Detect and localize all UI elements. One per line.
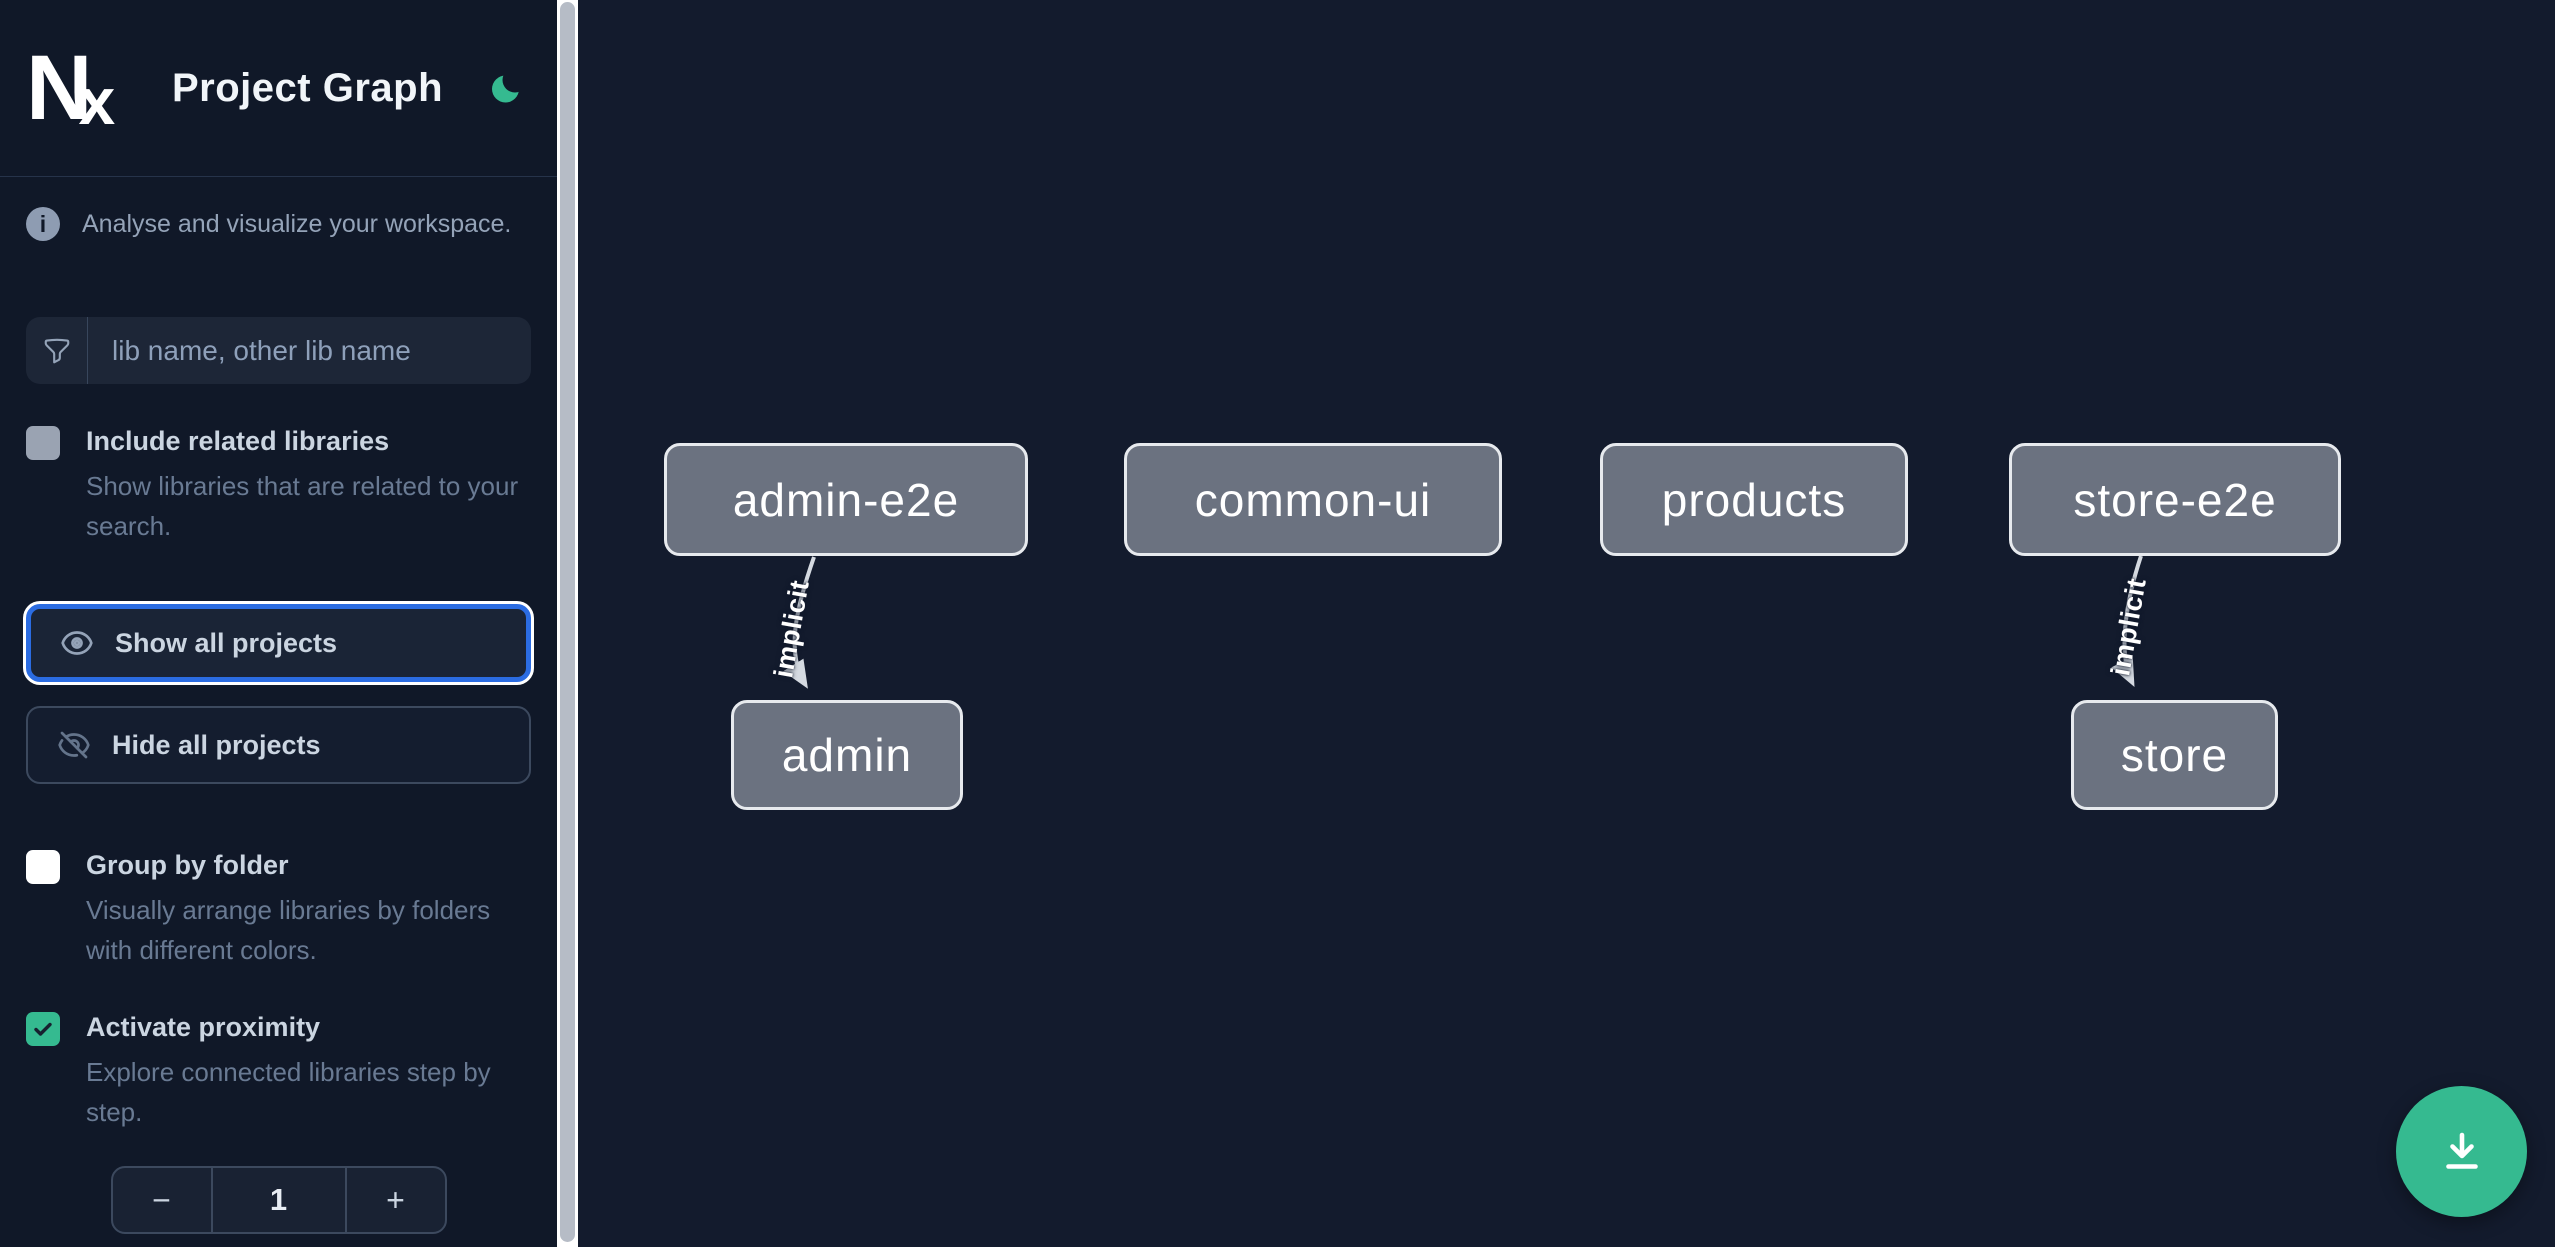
sidebar: N x Project Graph i Analyse and visualiz… [0, 0, 578, 1247]
download-graph-button[interactable] [2396, 1086, 2527, 1217]
sidebar-scrollbar-thumb[interactable] [560, 2, 575, 1242]
search-box [26, 317, 531, 384]
proximity-stepper: − 1 + [110, 1166, 447, 1234]
include-related-checkbox[interactable] [26, 426, 60, 460]
hide-all-projects-label: Hide all projects [112, 729, 321, 760]
graph-node-store[interactable]: store [2071, 700, 2278, 810]
show-all-projects-label: Show all projects [115, 627, 338, 658]
option-activate-proximity: Activate proximity Explore connected lib… [26, 1010, 531, 1132]
graph-node-admin-e2e[interactable]: admin-e2e [664, 443, 1028, 556]
proximity-value: 1 [210, 1168, 347, 1232]
moon-icon [492, 75, 520, 103]
info-icon: i [26, 207, 60, 241]
nx-logo-n: N [26, 37, 92, 139]
sidebar-body: i Analyse and visualize your workspace. … [0, 207, 557, 1234]
proximity-decrement-button[interactable]: − [113, 1168, 211, 1232]
check-icon [34, 1022, 52, 1036]
activate-proximity-checkbox[interactable] [26, 1012, 60, 1046]
tagline-row: i Analyse and visualize your workspace. [26, 207, 531, 241]
option-label: Include related libraries [86, 426, 390, 456]
graph-node-common-ui[interactable]: common-ui [1124, 443, 1502, 556]
graph-node-store-e2e[interactable]: store-e2e [2009, 443, 2341, 556]
tagline-text: Analyse and visualize your workspace. [82, 209, 512, 238]
page-title: Project Graph [172, 65, 444, 110]
sidebar-scrollbar[interactable] [557, 0, 578, 1247]
hide-all-projects-button[interactable]: Hide all projects [26, 706, 531, 784]
eye-slash-icon [58, 731, 90, 759]
theme-toggle-button[interactable] [489, 70, 525, 106]
option-description: Explore connected libraries step by step… [86, 1057, 491, 1127]
graph-node-products[interactable]: products [1600, 443, 1908, 556]
project-graph-canvas[interactable]: admin-e2e common-ui products store-e2e a… [578, 0, 2555, 1247]
eye-icon [61, 631, 93, 655]
nx-logo-x: x [78, 64, 116, 138]
search-input[interactable] [88, 317, 531, 384]
download-icon [2445, 1132, 2478, 1169]
option-description: Show libraries that are related to your … [86, 471, 519, 541]
option-description: Visually arrange libraries by folders wi… [86, 895, 491, 965]
proximity-increment-button[interactable]: + [347, 1168, 445, 1232]
graph-edges [783, 555, 2143, 689]
show-all-projects-button[interactable]: Show all projects [26, 604, 531, 682]
option-label: Group by folder [86, 850, 289, 880]
option-include-related: Include related libraries Show libraries… [26, 424, 531, 546]
option-group-by-folder: Group by folder Visually arrange librari… [26, 848, 531, 970]
sidebar-header: N x Project Graph [0, 0, 557, 177]
edge-store-e2e-to-store[interactable] [2111, 555, 2143, 688]
edge-admin-e2e-to-admin[interactable] [783, 556, 816, 689]
filter-icon [26, 317, 88, 384]
graph-node-admin[interactable]: admin [731, 700, 963, 810]
group-by-folder-checkbox[interactable] [26, 850, 60, 884]
nx-logo: N x [26, 42, 130, 134]
option-label: Activate proximity [86, 1012, 321, 1042]
